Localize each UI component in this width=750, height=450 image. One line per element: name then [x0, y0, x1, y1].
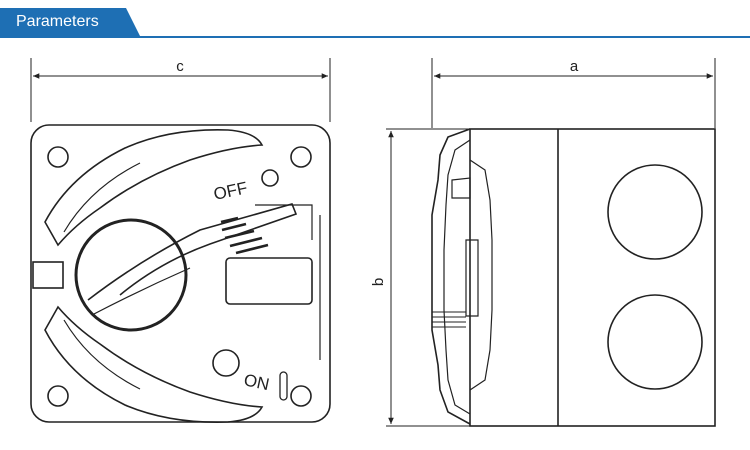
grip-ridges — [220, 216, 269, 255]
section-header: Parameters — [0, 0, 750, 40]
side-view: a b — [370, 58, 716, 427]
screw-hole — [47, 385, 69, 407]
screw-hole — [290, 385, 312, 407]
cable-entry-upper — [607, 164, 703, 260]
off-label: OFF — [212, 178, 249, 204]
front-view: c OFF — [30, 58, 331, 423]
dimension-a-label: a — [570, 58, 579, 75]
switch-profile — [431, 128, 471, 425]
on-label: ON — [242, 370, 271, 394]
side-tab — [32, 261, 64, 289]
lower-guard — [44, 305, 264, 423]
cable-entry-lower — [607, 294, 703, 390]
upper-guard — [44, 129, 264, 247]
dimension-c-label: c — [176, 58, 184, 75]
grip-ridges-side — [432, 311, 466, 328]
handle-hub — [74, 218, 188, 332]
enclosure-body — [469, 128, 716, 427]
dimension-b-label: b — [370, 278, 387, 286]
indicator-window — [225, 257, 313, 305]
screw-hole — [47, 146, 69, 168]
off-indicator — [261, 169, 279, 187]
technical-drawing: c OFF — [30, 58, 716, 427]
screw-hole — [290, 146, 312, 168]
dimension-a: a — [431, 58, 716, 128]
section-title: Parameters — [16, 13, 99, 30]
section-header-tab — [0, 8, 140, 36]
dimension-b: b — [370, 128, 500, 427]
front-plate — [30, 124, 331, 423]
dimension-c: c — [30, 58, 331, 122]
on-indicator — [212, 349, 240, 377]
handle-lever — [87, 203, 298, 301]
section-header-rule — [0, 36, 750, 38]
